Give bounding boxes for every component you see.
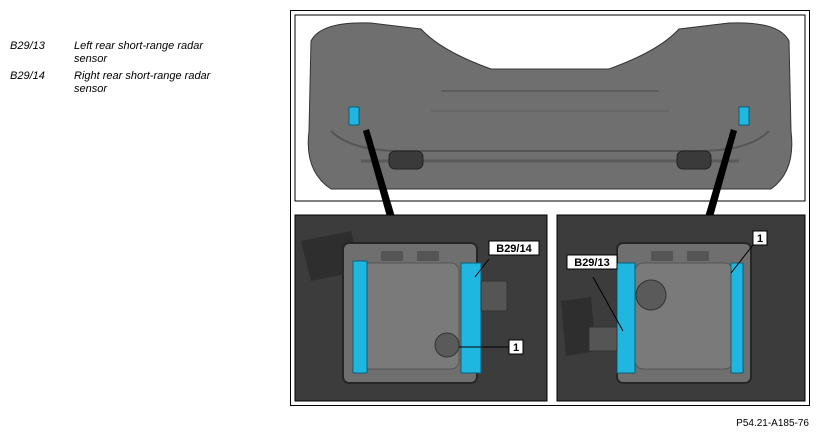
legend-code: B29/14 [10,70,45,82]
detail-view-left: B29/14 1 [294,214,548,402]
callout-right-sensor: B29/13 [574,257,609,269]
figure-frame: B29/14 1 B29/13 1 [290,10,810,406]
legend-description: Left rear short-range radar sensor [74,40,204,65]
callout-right-bracket: 1 [757,233,763,245]
technical-illustration: B29/14 1 B29/13 1 [294,14,806,402]
legend-description: Right rear short-range radar sensor [74,70,211,95]
callout-left-sensor: B29/14 [496,243,532,255]
bumper-overview [294,14,806,217]
detail-view-right: B29/13 1 [556,214,806,402]
callout-left-bracket: 1 [513,342,519,354]
figure-reference-code: P54.21-A185-76 [736,418,809,429]
legend-item-b29-14: B29/14 Right rear short-range radar sens… [10,70,280,96]
legend: B29/13 Left rear short-range radar senso… [10,40,280,100]
legend-item-b29-13: B29/13 Left rear short-range radar senso… [10,40,280,66]
legend-code: B29/13 [10,40,45,52]
